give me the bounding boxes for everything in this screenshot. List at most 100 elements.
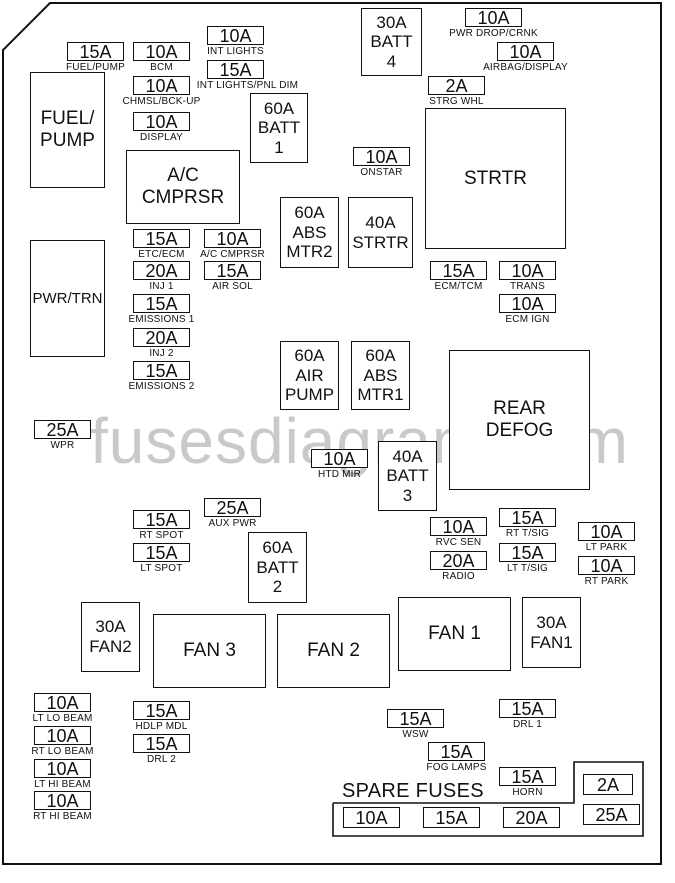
spare-fuse-2a: 2A bbox=[583, 774, 633, 795]
spare-fuses-title: SPARE FUSES bbox=[342, 780, 484, 802]
spare-fuse-10a: 10A bbox=[343, 807, 400, 828]
pwr-trn-relay: PWR/TRN bbox=[30, 240, 105, 357]
ac-cmprsr-relay: A/C CMPRSR bbox=[126, 150, 240, 224]
strg-whl-fuse: 2A bbox=[428, 76, 485, 95]
ecm-tcm-fuse: 15A bbox=[430, 261, 487, 280]
inj2-fuse: 20A bbox=[133, 328, 190, 347]
emissions1-label: EMISSIONS 1 bbox=[128, 314, 195, 325]
drl2-label: DRL 2 bbox=[147, 754, 176, 765]
fuel-pump-relay: FUEL/ PUMP bbox=[30, 72, 105, 188]
int-lights-label: INT LIGHTS bbox=[207, 46, 264, 57]
radio-label: RADIO bbox=[442, 571, 475, 582]
int-lights-fuse: 10A bbox=[207, 26, 264, 45]
inj2-label: INJ 2 bbox=[149, 348, 174, 359]
emissions2-label: EMISSIONS 2 bbox=[128, 381, 195, 392]
fan2-relay: 30A FAN2 bbox=[81, 602, 140, 672]
rear-defog-relay: REAR DEFOG bbox=[449, 350, 590, 490]
trans-label: TRANS bbox=[510, 281, 545, 292]
spare-fuse-20a: 20A bbox=[503, 807, 560, 828]
fan1-fuse-30a: 30A FAN1 bbox=[522, 597, 581, 668]
lt-park-fuse: 10A bbox=[578, 522, 635, 541]
rt-hi-beam-fuse: 10A bbox=[34, 791, 91, 810]
trans-fuse: 10A bbox=[499, 261, 556, 280]
htd-mir-fuse: 10A bbox=[311, 449, 368, 468]
abs-mtr2-relay: 60A ABS MTR2 bbox=[280, 197, 339, 268]
inj1-fuse: 20A bbox=[133, 261, 190, 280]
emissions1-fuse: 15A bbox=[133, 294, 190, 313]
drl1-fuse: 15A bbox=[499, 699, 556, 718]
rt-tsig-fuse: 15A bbox=[499, 508, 556, 527]
spare-fuse-25a: 25A bbox=[583, 804, 640, 825]
fan2-block: FAN 2 bbox=[277, 614, 390, 688]
htd-mir-label: HTD MIR bbox=[317, 469, 362, 480]
lt-hi-beam-fuse: 10A bbox=[34, 759, 91, 778]
rt-hi-beam-label: RT HI BEAM bbox=[33, 811, 92, 822]
bcm-fuse: 10A bbox=[133, 42, 190, 61]
onstar-label: ONSTAR bbox=[360, 167, 403, 178]
batt1-relay: 60A BATT 1 bbox=[250, 93, 308, 163]
wsw-fuse: 15A bbox=[387, 709, 444, 728]
batt4-relay: 30A BATT 4 bbox=[361, 8, 422, 76]
etc-ecm-label: ETC/ECM bbox=[138, 249, 185, 260]
airbag-display-label: AIRBAG/DISPLAY bbox=[483, 62, 568, 73]
lt-hi-beam-label: LT HI BEAM bbox=[34, 779, 91, 790]
int-lights-pnl-dim-label: INT LIGHTS/PNL DIM bbox=[196, 80, 299, 91]
pwr-drop-crnk-fuse: 10A bbox=[465, 8, 522, 27]
lt-spot-fuse: 15A bbox=[133, 543, 190, 562]
fan1-relay: FAN 1 bbox=[398, 597, 511, 671]
rt-spot-label: RT SPOT bbox=[139, 530, 184, 541]
rvc-sen-label: RVC SEN bbox=[435, 537, 482, 548]
inj1-label: INJ 1 bbox=[149, 281, 174, 292]
spare-fuse-15a: 15A bbox=[423, 807, 480, 828]
air-sol-fuse: 15A bbox=[204, 261, 261, 280]
strtr-relay: STRTR bbox=[425, 108, 566, 249]
air-sol-label: AIR SOL bbox=[212, 281, 253, 292]
horn-fuse: 15A bbox=[499, 767, 556, 786]
hdlp-mdl-fuse: 15A bbox=[133, 701, 190, 720]
radio-fuse: 20A bbox=[430, 551, 487, 570]
etc-ecm-fuse: 15A bbox=[133, 229, 190, 248]
chmsl-bck-up-label: CHMSL/BCK-UP bbox=[122, 96, 201, 107]
ecm-ign-label: ECM IGN bbox=[505, 314, 550, 325]
strtr-fuse-40a: 40A STRTR bbox=[348, 197, 413, 268]
lt-lo-beam-fuse: 10A bbox=[34, 693, 91, 712]
rt-lo-beam-label: RT LO BEAM bbox=[31, 746, 94, 757]
int-lights-pnl-dim-fuse: 15A bbox=[207, 60, 264, 79]
lt-tsig-fuse: 15A bbox=[499, 543, 556, 562]
drl2-fuse: 15A bbox=[133, 734, 190, 753]
display-label: DISPLAY bbox=[140, 132, 183, 143]
rt-spot-fuse: 15A bbox=[133, 510, 190, 529]
fuel-pump-label: FUEL/PUMP bbox=[65, 62, 126, 73]
strg-whl-label: STRG WHL bbox=[429, 96, 484, 107]
hdlp-mdl-label: HDLP MDL bbox=[135, 721, 188, 732]
horn-label: HORN bbox=[512, 787, 543, 798]
chmsl-bck-up-fuse: 10A bbox=[133, 76, 190, 95]
rvc-sen-fuse: 10A bbox=[430, 517, 487, 536]
onstar-fuse: 10A bbox=[353, 147, 410, 166]
wpr-label: WPR bbox=[50, 440, 75, 451]
air-pump-relay: 60A AIR PUMP bbox=[280, 341, 339, 410]
wpr-fuse: 25A bbox=[34, 420, 91, 439]
pwr-drop-crnk-label: PWR DROP/CRNK bbox=[449, 28, 538, 39]
lt-lo-beam-label: LT LO BEAM bbox=[32, 713, 93, 724]
abs-mtr1-relay: 60A ABS MTR1 bbox=[351, 341, 410, 410]
ecm-ign-fuse: 10A bbox=[499, 294, 556, 313]
lt-spot-label: LT SPOT bbox=[140, 563, 183, 574]
fan3-relay: FAN 3 bbox=[153, 614, 266, 688]
aux-pwr-fuse: 25A bbox=[204, 498, 261, 517]
batt2-relay: 60A BATT 2 bbox=[248, 532, 307, 603]
airbag-display-fuse: 10A bbox=[497, 42, 554, 61]
bcm-label: BCM bbox=[150, 62, 173, 73]
ac-cmprsr-label: A/C CMPRSR bbox=[200, 249, 265, 260]
display-fuse: 10A bbox=[133, 112, 190, 131]
fog-lamps-fuse: 15A bbox=[428, 742, 485, 761]
rt-lo-beam-fuse: 10A bbox=[34, 726, 91, 745]
aux-pwr-label: AUX PWR bbox=[208, 518, 257, 529]
fuel-pump-fuse: 15A bbox=[67, 42, 124, 61]
wsw-label: WSW bbox=[402, 729, 429, 740]
rt-tsig-label: RT T/SIG bbox=[505, 528, 550, 539]
lt-park-label: LT PARK bbox=[585, 542, 628, 553]
drl1-label: DRL 1 bbox=[513, 719, 542, 730]
emissions2-fuse: 15A bbox=[133, 361, 190, 380]
